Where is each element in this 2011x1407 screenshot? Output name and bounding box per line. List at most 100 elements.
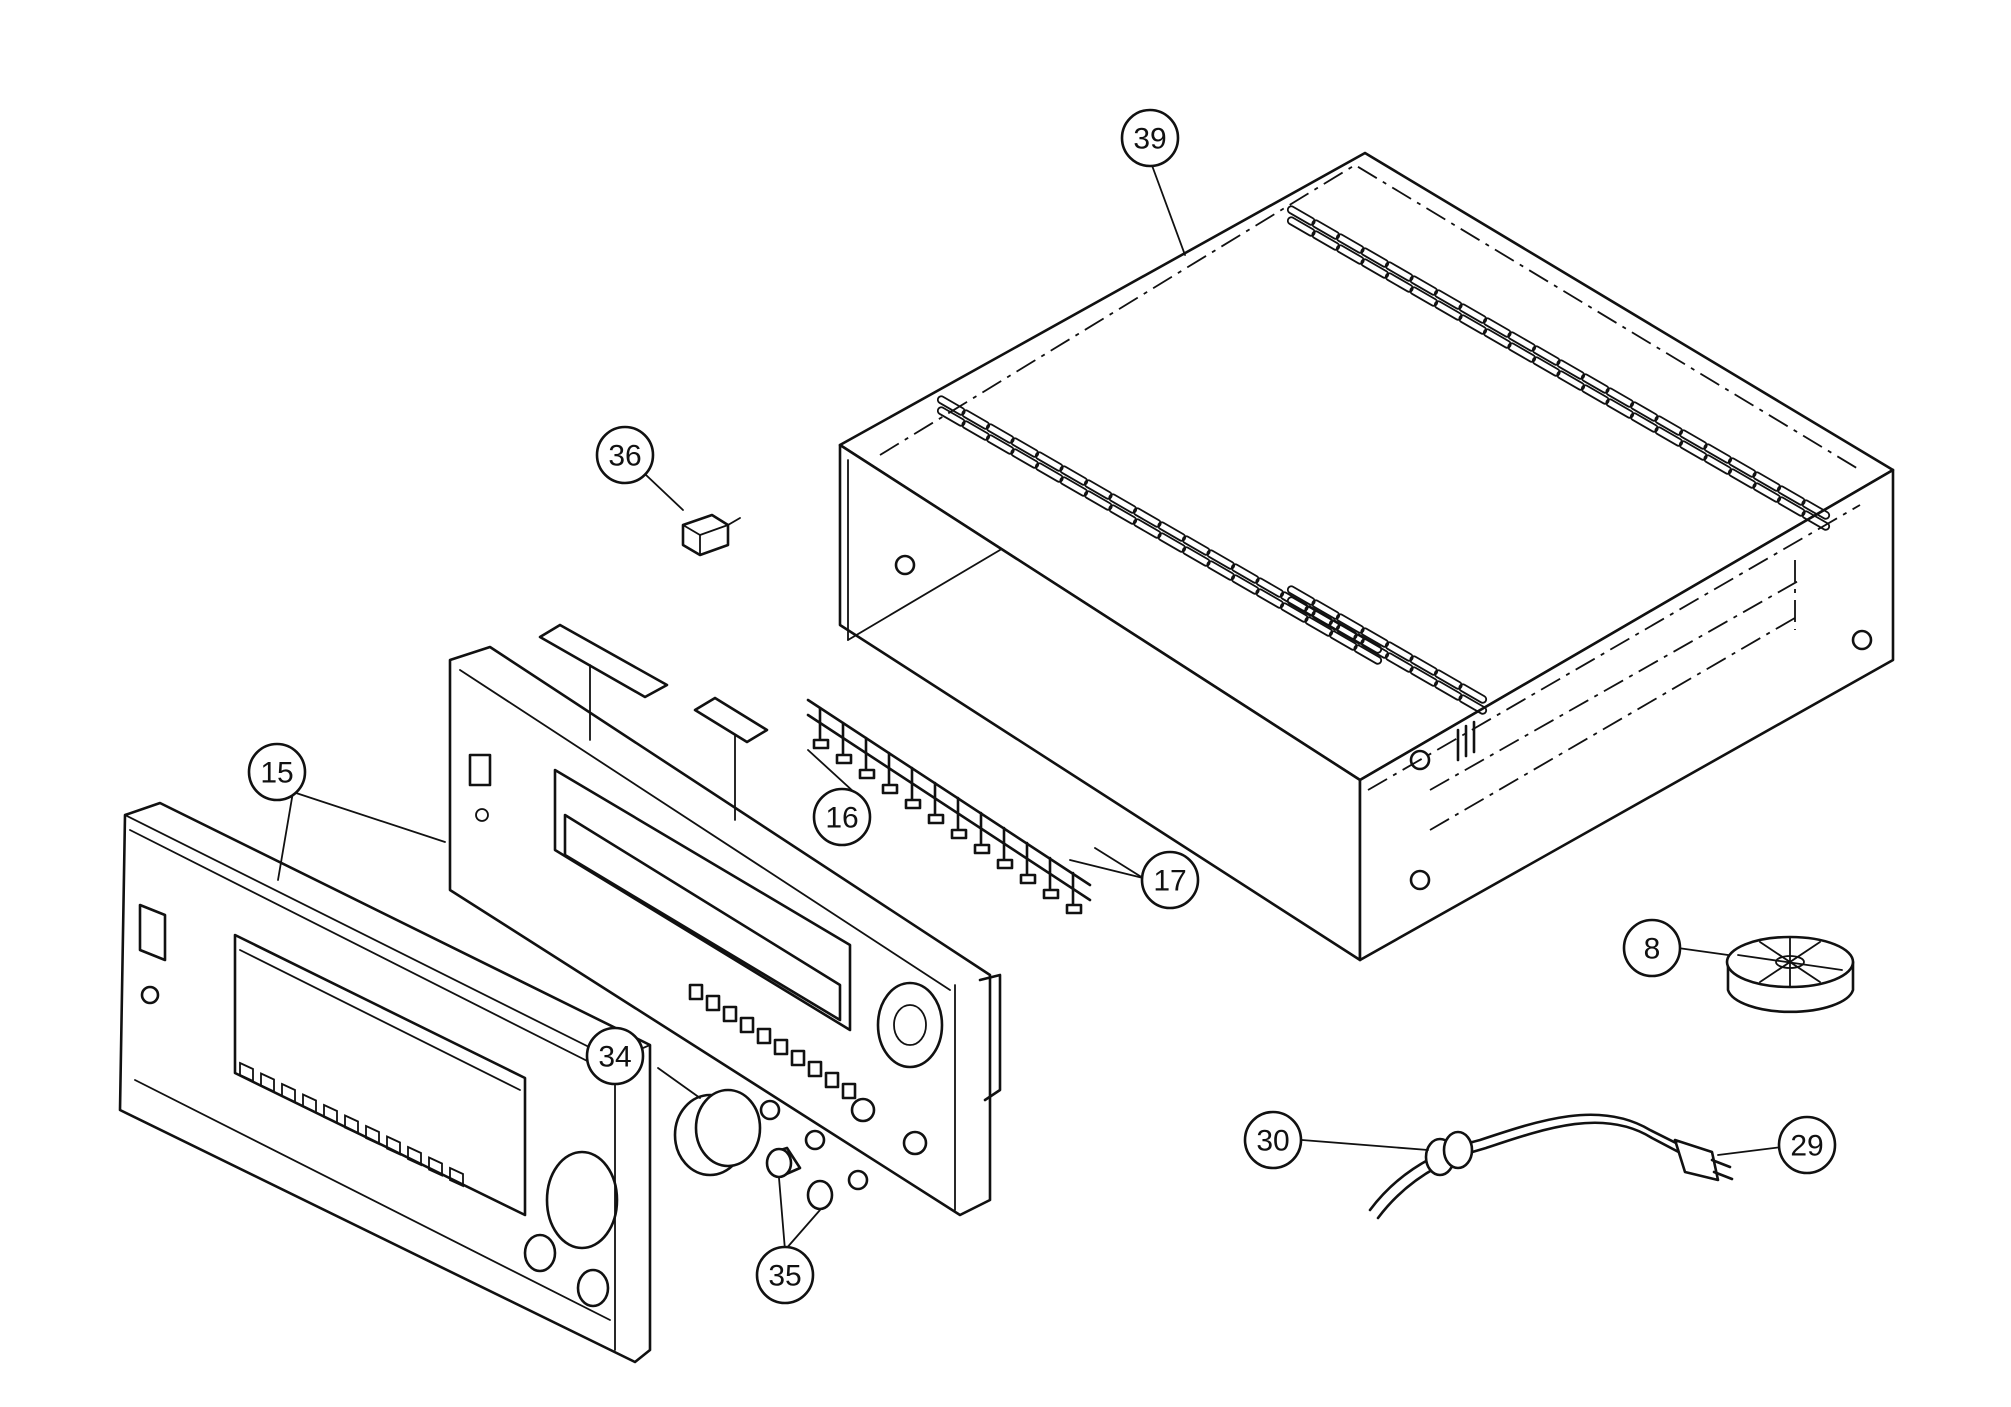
button-cap bbox=[835, 753, 853, 765]
vent-slot bbox=[1286, 585, 1316, 606]
vent-slot bbox=[1654, 426, 1684, 447]
callout-number: 15 bbox=[260, 757, 293, 790]
front-button bbox=[386, 1135, 401, 1156]
callout-number: 17 bbox=[1153, 865, 1186, 898]
vent-slot bbox=[1384, 652, 1414, 673]
sub-chassis-button-row bbox=[688, 983, 857, 1100]
front-button bbox=[428, 1156, 443, 1177]
vent-slot bbox=[1482, 317, 1512, 338]
vent-slot bbox=[1384, 261, 1414, 282]
callout-36: 36 bbox=[595, 425, 655, 485]
vent-slot bbox=[1433, 680, 1463, 701]
vent-slot bbox=[1157, 521, 1187, 542]
callout-34: 34 bbox=[585, 1026, 645, 1086]
front-panel-button-row bbox=[239, 1061, 464, 1188]
callout-30: 30 bbox=[1243, 1110, 1303, 1170]
callout-circle bbox=[247, 742, 307, 802]
callout-circle bbox=[585, 1026, 645, 1086]
vent-slot bbox=[1010, 448, 1040, 469]
vent-slot bbox=[1629, 401, 1659, 422]
button-cap bbox=[881, 783, 899, 795]
vent-slot bbox=[1752, 471, 1782, 492]
front-button bbox=[239, 1061, 254, 1083]
cover-vent-slots-front bbox=[936, 395, 1383, 665]
vent-slot bbox=[1010, 437, 1040, 458]
vent-slot bbox=[1132, 518, 1162, 539]
button-cap bbox=[1019, 873, 1037, 885]
callout-8: 8 bbox=[1622, 918, 1682, 978]
vent-slot bbox=[1360, 638, 1390, 659]
vent-slot bbox=[1353, 644, 1383, 665]
vent-slot bbox=[1409, 666, 1439, 687]
front-button bbox=[407, 1145, 422, 1167]
vent-slot bbox=[1335, 244, 1365, 265]
chassis-button bbox=[824, 1071, 840, 1089]
callout-circle bbox=[1777, 1115, 1837, 1175]
callout-circle bbox=[755, 1245, 815, 1305]
button-cap bbox=[973, 843, 991, 855]
vent-slot bbox=[1255, 577, 1285, 598]
vent-slot bbox=[1083, 490, 1113, 511]
button-cap bbox=[1065, 903, 1083, 915]
vent-slot bbox=[1181, 546, 1211, 567]
vent-slot bbox=[1507, 342, 1537, 363]
knob-34 bbox=[673, 1088, 869, 1191]
vent-slot bbox=[1678, 440, 1708, 461]
power-cord bbox=[1368, 1113, 1734, 1220]
callout-number: 34 bbox=[598, 1041, 631, 1074]
callout-number: 35 bbox=[768, 1260, 801, 1293]
vent-slot bbox=[1034, 451, 1064, 472]
callout-circle bbox=[595, 425, 655, 485]
vent-slot bbox=[1157, 532, 1187, 553]
chassis-button bbox=[807, 1060, 823, 1078]
front-button bbox=[281, 1082, 296, 1104]
vent-slot bbox=[1286, 205, 1316, 226]
vent-slot bbox=[1311, 610, 1341, 631]
vent-slot bbox=[1580, 384, 1610, 405]
vent-slot bbox=[961, 420, 991, 441]
vent-slot bbox=[1059, 465, 1089, 486]
chassis-button bbox=[841, 1082, 857, 1100]
callout-15: 15 bbox=[247, 742, 307, 802]
vent-slot bbox=[1458, 683, 1488, 704]
button-cap bbox=[858, 768, 876, 780]
vent-slot bbox=[1311, 230, 1341, 251]
vent-slot bbox=[1433, 289, 1463, 310]
chassis-button bbox=[705, 994, 721, 1012]
callout-17: 17 bbox=[1140, 850, 1200, 910]
chassis-button bbox=[790, 1049, 806, 1067]
vent-slot bbox=[1556, 359, 1586, 380]
vent-slot bbox=[1433, 300, 1463, 321]
vent-slot bbox=[1335, 233, 1365, 254]
vent-slot bbox=[1304, 616, 1334, 637]
front-button bbox=[365, 1124, 380, 1146]
vent-slot bbox=[1409, 655, 1439, 676]
vent-slot bbox=[1678, 429, 1708, 450]
button-cap bbox=[950, 828, 968, 840]
vent-slot bbox=[1108, 493, 1138, 514]
vent-slot bbox=[936, 395, 966, 416]
button-cap bbox=[1042, 888, 1060, 900]
vent-slot bbox=[1206, 549, 1236, 570]
vent-slot bbox=[1311, 599, 1341, 620]
vent-slot bbox=[1279, 602, 1309, 623]
knob-35-pair bbox=[765, 1146, 834, 1211]
callout-number: 30 bbox=[1256, 1125, 1289, 1158]
chassis-button bbox=[722, 1005, 738, 1023]
push-button-strip bbox=[806, 698, 1092, 915]
callout-circle bbox=[1120, 108, 1180, 168]
vent-slot bbox=[1132, 507, 1162, 528]
vent-slot bbox=[1801, 510, 1831, 531]
vent-slot bbox=[985, 434, 1015, 455]
vent-slot bbox=[1335, 613, 1365, 634]
front-button bbox=[323, 1103, 338, 1125]
vent-slot bbox=[1181, 535, 1211, 556]
front-button bbox=[302, 1093, 317, 1114]
front-button bbox=[344, 1114, 359, 1135]
vent-slot bbox=[1776, 485, 1806, 506]
button-cap bbox=[996, 858, 1014, 870]
button-cap bbox=[927, 813, 945, 825]
foot-8 bbox=[1725, 935, 1855, 1014]
vent-slot bbox=[936, 406, 966, 427]
